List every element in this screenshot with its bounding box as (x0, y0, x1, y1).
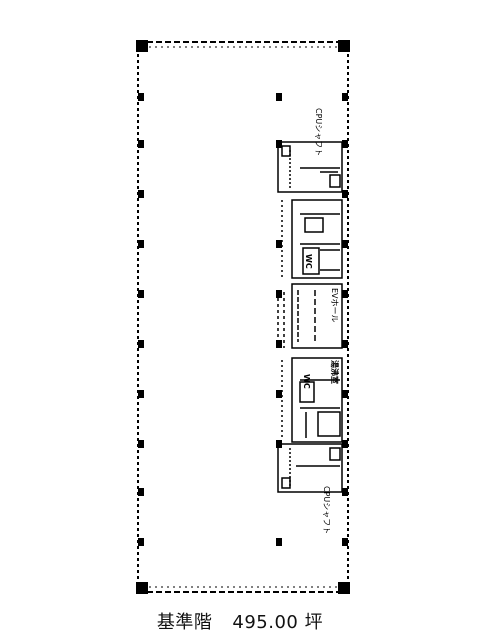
cpu-shaft-bottom-label: CPUシャフト (322, 486, 331, 534)
building-core (277, 141, 343, 493)
ev-hall-label: EVホール (330, 288, 339, 323)
wc-bottom-label: WC (302, 374, 311, 389)
cpu-shaft-top-label: CPUシャフト (314, 108, 323, 156)
floor-caption: 基準階 495.00 坪 (0, 608, 480, 634)
perimeter-columns (138, 93, 348, 546)
outer-wall (137, 41, 349, 593)
corner-columns (136, 40, 350, 594)
floor-plan: CPUシャフト WC EVホール 湯沸室 WC CPUシャフト (136, 40, 350, 594)
wc-top-label: WC (304, 254, 313, 269)
floor-name: 基準階 (156, 612, 213, 633)
floor-area-value: 495.00 (232, 612, 299, 633)
storage-label: 湯沸室 (330, 360, 340, 384)
floor-area-unit: 坪 (304, 612, 324, 633)
